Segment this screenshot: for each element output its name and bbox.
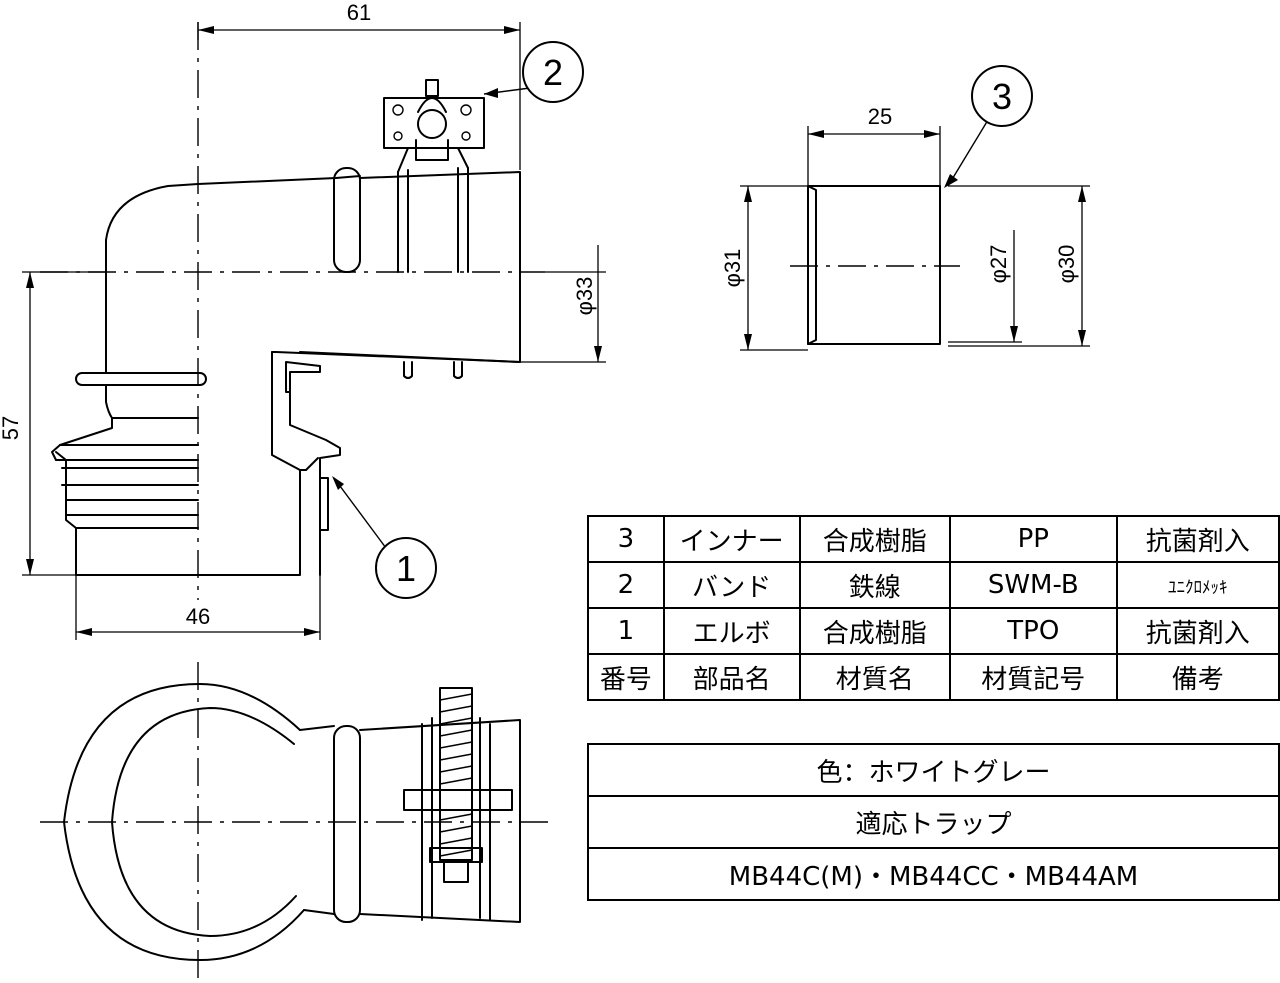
leader-lines: [332, 87, 989, 549]
header-material: 材質名: [798, 653, 952, 701]
dim-phi31: φ31: [720, 249, 745, 288]
part-name: インナー: [662, 515, 801, 563]
parts-table: 3 インナー 合成樹脂 PP 抗菌剤入 2 バンド 鉄線 SWM-B ﾕﾆｸﾛﾒ…: [587, 515, 1280, 701]
front-view-dimensions: 61 57 46 φ33: [0, 0, 606, 640]
table-row: 1 エルボ 合成樹脂 TPO 抗菌剤入: [587, 607, 1280, 655]
table-row: MB44C(M)・MB44CC・MB44AM: [587, 847, 1280, 901]
trap-label: 適応トラップ: [587, 795, 1280, 849]
header-no: 番号: [587, 653, 665, 701]
part-no: 1: [587, 607, 665, 655]
svg-text:3: 3: [992, 76, 1012, 117]
inner-part-view: 25 φ31 φ27 φ30: [720, 104, 1090, 351]
part-note: ﾕﾆｸﾛﾒｯｷ: [1115, 561, 1280, 609]
dim-61: 61: [347, 0, 371, 25]
plan-view-elbow: [40, 662, 555, 983]
table-row: 2 バンド 鉄線 SWM-B ﾕﾆｸﾛﾒｯｷ: [587, 561, 1280, 609]
part-code: TPO: [949, 607, 1118, 655]
part-note: 抗菌剤入: [1115, 515, 1280, 563]
info-table: 色：ホワイトグレー 適応トラップ MB44C(M)・MB44CC・MB44AM: [587, 743, 1280, 901]
part-material: 鉄線: [798, 561, 952, 609]
header-name: 部品名: [662, 653, 801, 701]
dim-46: 46: [186, 604, 210, 629]
dim-25: 25: [868, 104, 892, 129]
part-code: PP: [949, 515, 1118, 563]
dim-phi33: φ33: [572, 277, 597, 316]
part-code: SWM-B: [949, 561, 1118, 609]
table-row: 適応トラップ: [587, 795, 1280, 849]
trap-models: MB44C(M)・MB44CC・MB44AM: [587, 847, 1280, 901]
part-no: 3: [587, 515, 665, 563]
part-note: 抗菌剤入: [1115, 607, 1280, 655]
dim-phi27: φ27: [986, 245, 1011, 284]
table-header-row: 番号 部品名 材質名 材質記号 備考: [587, 653, 1280, 701]
part-no: 2: [587, 561, 665, 609]
balloon-2: 2: [522, 41, 584, 103]
part-name: バンド: [662, 561, 801, 609]
part-material: 合成樹脂: [798, 515, 952, 563]
header-code: 材質記号: [949, 653, 1118, 701]
table-row: 3 インナー 合成樹脂 PP 抗菌剤入: [587, 515, 1280, 563]
header-note: 備考: [1115, 653, 1280, 701]
part-material: 合成樹脂: [798, 607, 952, 655]
balloon-1: 1: [375, 537, 437, 599]
table-row: 色：ホワイトグレー: [587, 743, 1280, 797]
svg-text:2: 2: [543, 52, 563, 93]
balloon-3: 3: [971, 65, 1033, 127]
front-view-elbow: [40, 22, 545, 600]
dim-57: 57: [0, 416, 23, 440]
color-spec: 色：ホワイトグレー: [587, 743, 1280, 797]
part-name: エルボ: [662, 607, 801, 655]
dim-phi30: φ30: [1054, 245, 1079, 284]
svg-text:1: 1: [396, 548, 416, 589]
